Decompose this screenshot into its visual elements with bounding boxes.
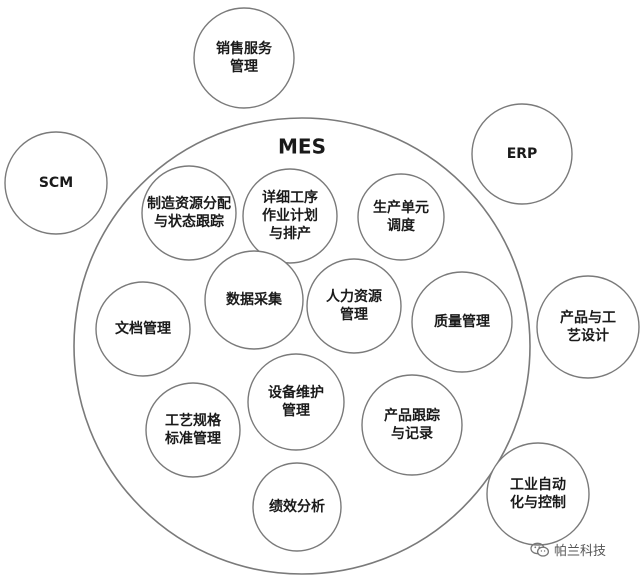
node-label: ERP: [507, 146, 538, 162]
node-label: 管理: [230, 58, 258, 75]
node-wendang: 文档管理: [95, 281, 191, 377]
mes-title: MES: [278, 135, 326, 159]
node-label: SCM: [39, 175, 73, 191]
node-label: 制造资源分配: [147, 195, 231, 212]
node-circle: [193, 7, 295, 109]
node-circle: [242, 168, 338, 264]
node-circle: [204, 250, 304, 350]
node-label: 详细工序: [262, 189, 318, 206]
watermark-text: 帕兰科技: [554, 544, 607, 559]
node-label: 绩效分析: [269, 498, 325, 515]
node-circle: [471, 103, 573, 205]
node-label: 管理: [282, 402, 310, 419]
node-circle: [357, 173, 445, 261]
node-shuju: 数据采集: [204, 250, 304, 350]
node-label: 销售服务: [216, 40, 273, 57]
node-erp: ERP: [471, 103, 573, 205]
node-label: 设备维护: [268, 384, 324, 401]
node-label: 工艺规格: [165, 412, 222, 429]
node-circle: [4, 131, 108, 235]
node-circle: [361, 374, 463, 476]
node-label: 数据采集: [226, 291, 283, 308]
node-circle: [247, 353, 345, 451]
node-circle: [486, 442, 590, 546]
node-label: 生产单元: [373, 199, 429, 216]
node-label: 管理: [340, 306, 368, 323]
node-label: 标准管理: [164, 430, 221, 447]
wechat-icon: [530, 542, 550, 557]
node-label: 化与控制: [510, 494, 566, 511]
node-circle: [95, 281, 191, 377]
node-label: 产品与工: [560, 309, 616, 326]
node-label: 文档管理: [115, 320, 171, 337]
node-circle: [536, 275, 640, 379]
node-label: 艺设计: [567, 327, 609, 344]
mes-main-circle: [73, 117, 531, 575]
node-label: 人力资源: [326, 288, 382, 305]
node-label: 与记录: [391, 426, 433, 442]
node-circle: [252, 462, 342, 552]
node-label: 产品跟踪: [384, 407, 440, 424]
node-circle: [141, 165, 237, 261]
node-jixiao: 绩效分析: [252, 462, 342, 552]
node-circle: [411, 271, 513, 373]
node-zhiliang: 质量管理: [411, 271, 513, 373]
node-circle: [145, 382, 241, 478]
node-scm: SCM: [4, 131, 108, 235]
node-label: 调度: [387, 217, 416, 234]
node-label: 质量管理: [434, 313, 490, 330]
node-circle: [306, 258, 402, 354]
node-label: 作业计划: [262, 207, 318, 224]
nodes-layer: 制造资源分配与状态跟踪详细工序作业计划与排产生产单元调度文档管理数据采集人力资源…: [4, 7, 640, 552]
node-label: 与状态跟踪: [154, 213, 224, 230]
watermark: 帕兰科技: [530, 540, 606, 559]
node-label: 与排产: [269, 225, 311, 242]
node-label: 工业自动: [510, 476, 566, 493]
